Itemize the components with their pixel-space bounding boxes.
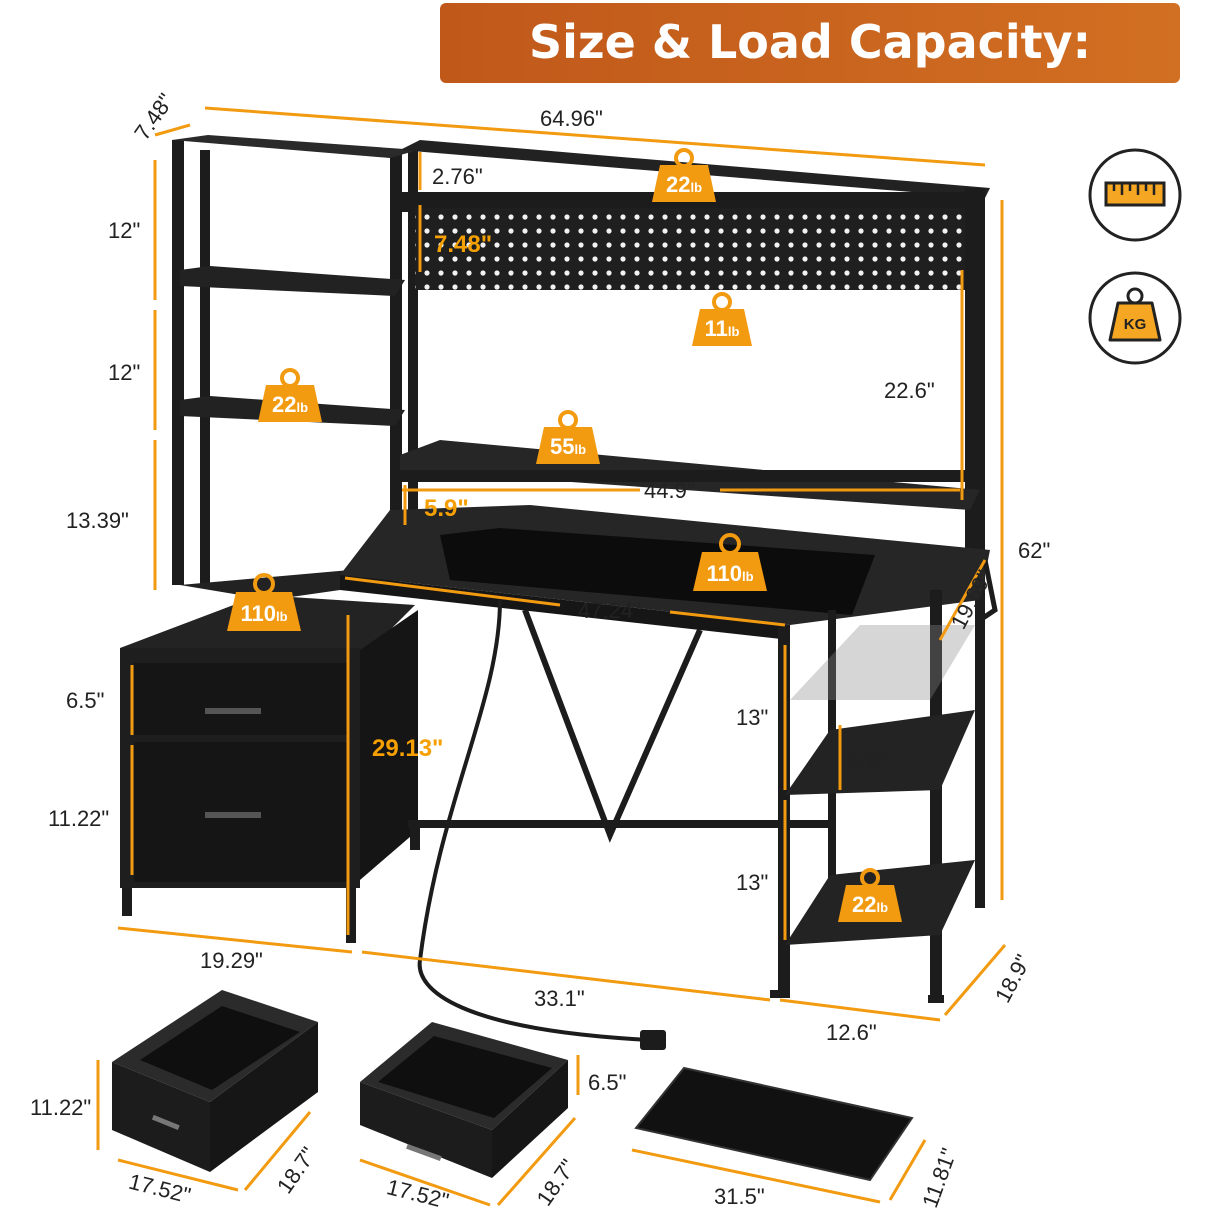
svg-text:110lb: 110lb (706, 561, 753, 586)
dim-monitor-gap: 5.9" (424, 495, 469, 522)
small-drawer-illustration (360, 1022, 568, 1178)
dim-right-shelf-1: 13" (736, 705, 768, 730)
dim-right-shelf-gap: 5.9" (848, 748, 886, 773)
small-drawer-width: 17.52" (384, 1174, 451, 1213)
dimension-lines (96, 106, 1007, 1207)
kg-weight-icon: KG (1088, 271, 1182, 365)
load-badge-right-shelf: 22lb (838, 868, 902, 922)
load-badge-monitor-shelf: 55lb (536, 410, 600, 464)
dim-shelf-3: 13.39" (66, 508, 129, 533)
dim-hutch-width: 44.9" (644, 478, 695, 503)
desk-mat-illustration (634, 1066, 914, 1182)
small-drawer-height: 6.5" (588, 1070, 626, 1095)
dim-drawer-large: 11.22" (48, 806, 109, 831)
load-badge-desktop: 110lb (693, 533, 767, 591)
dim-desk-height: 29.13" (372, 735, 443, 762)
dim-rack-width: 12.6" (826, 1020, 877, 1045)
desk-mat-width: 11.81" (917, 1145, 961, 1211)
dim-total-width: 64.96" (540, 106, 603, 131)
svg-text:110lb: 110lb (240, 601, 287, 626)
dim-legroom-width: 33.1" (534, 986, 585, 1011)
dim-shelf-1: 12" (108, 218, 140, 243)
svg-text:22lb: 22lb (272, 392, 308, 417)
dim-cabinet-width: 19.29" (200, 948, 263, 973)
load-badge-cabinet-top: 110lb (227, 573, 301, 631)
dim-rack-depth: 18.9" (990, 950, 1036, 1006)
dim-desk-width: 47.24" (578, 598, 641, 623)
title-banner: Size & Load Capacity: (440, 3, 1180, 83)
dim-depth-top: 7.48" (129, 89, 179, 145)
dim-drawer-small: 6.5" (66, 688, 104, 713)
dim-total-height: 62" (1018, 538, 1050, 563)
small-drawer-depth: 18.7" (531, 1155, 581, 1211)
large-drawer-height: 11.22" (30, 1095, 91, 1120)
svg-text:55lb: 55lb (550, 434, 586, 459)
kg-icon-label: KG (1124, 316, 1147, 333)
load-badge-left-shelf: 22lb (258, 368, 322, 422)
desk-mat-length: 31.5" (714, 1184, 765, 1209)
large-drawer-illustration (112, 990, 318, 1172)
svg-text:22lb: 22lb (666, 172, 702, 197)
dim-right-shelf-2: 13" (736, 870, 768, 895)
ruler-icon (1088, 148, 1182, 242)
dim-shelf-2: 12" (108, 360, 140, 385)
load-badge-pegboard: 11lb (692, 292, 752, 346)
load-badge-hutch-top: 22lb (652, 148, 716, 202)
svg-text:11lb: 11lb (705, 316, 740, 341)
dim-pegboard-height: 7.48" (434, 231, 492, 258)
page-title: Size & Load Capacity: (529, 15, 1091, 69)
dim-hutch-height: 22.6" (884, 378, 935, 403)
large-drawer-width: 17.52" (126, 1169, 193, 1208)
svg-text:22lb: 22lb (852, 892, 888, 917)
dim-top-gap: 2.76" (432, 164, 483, 189)
